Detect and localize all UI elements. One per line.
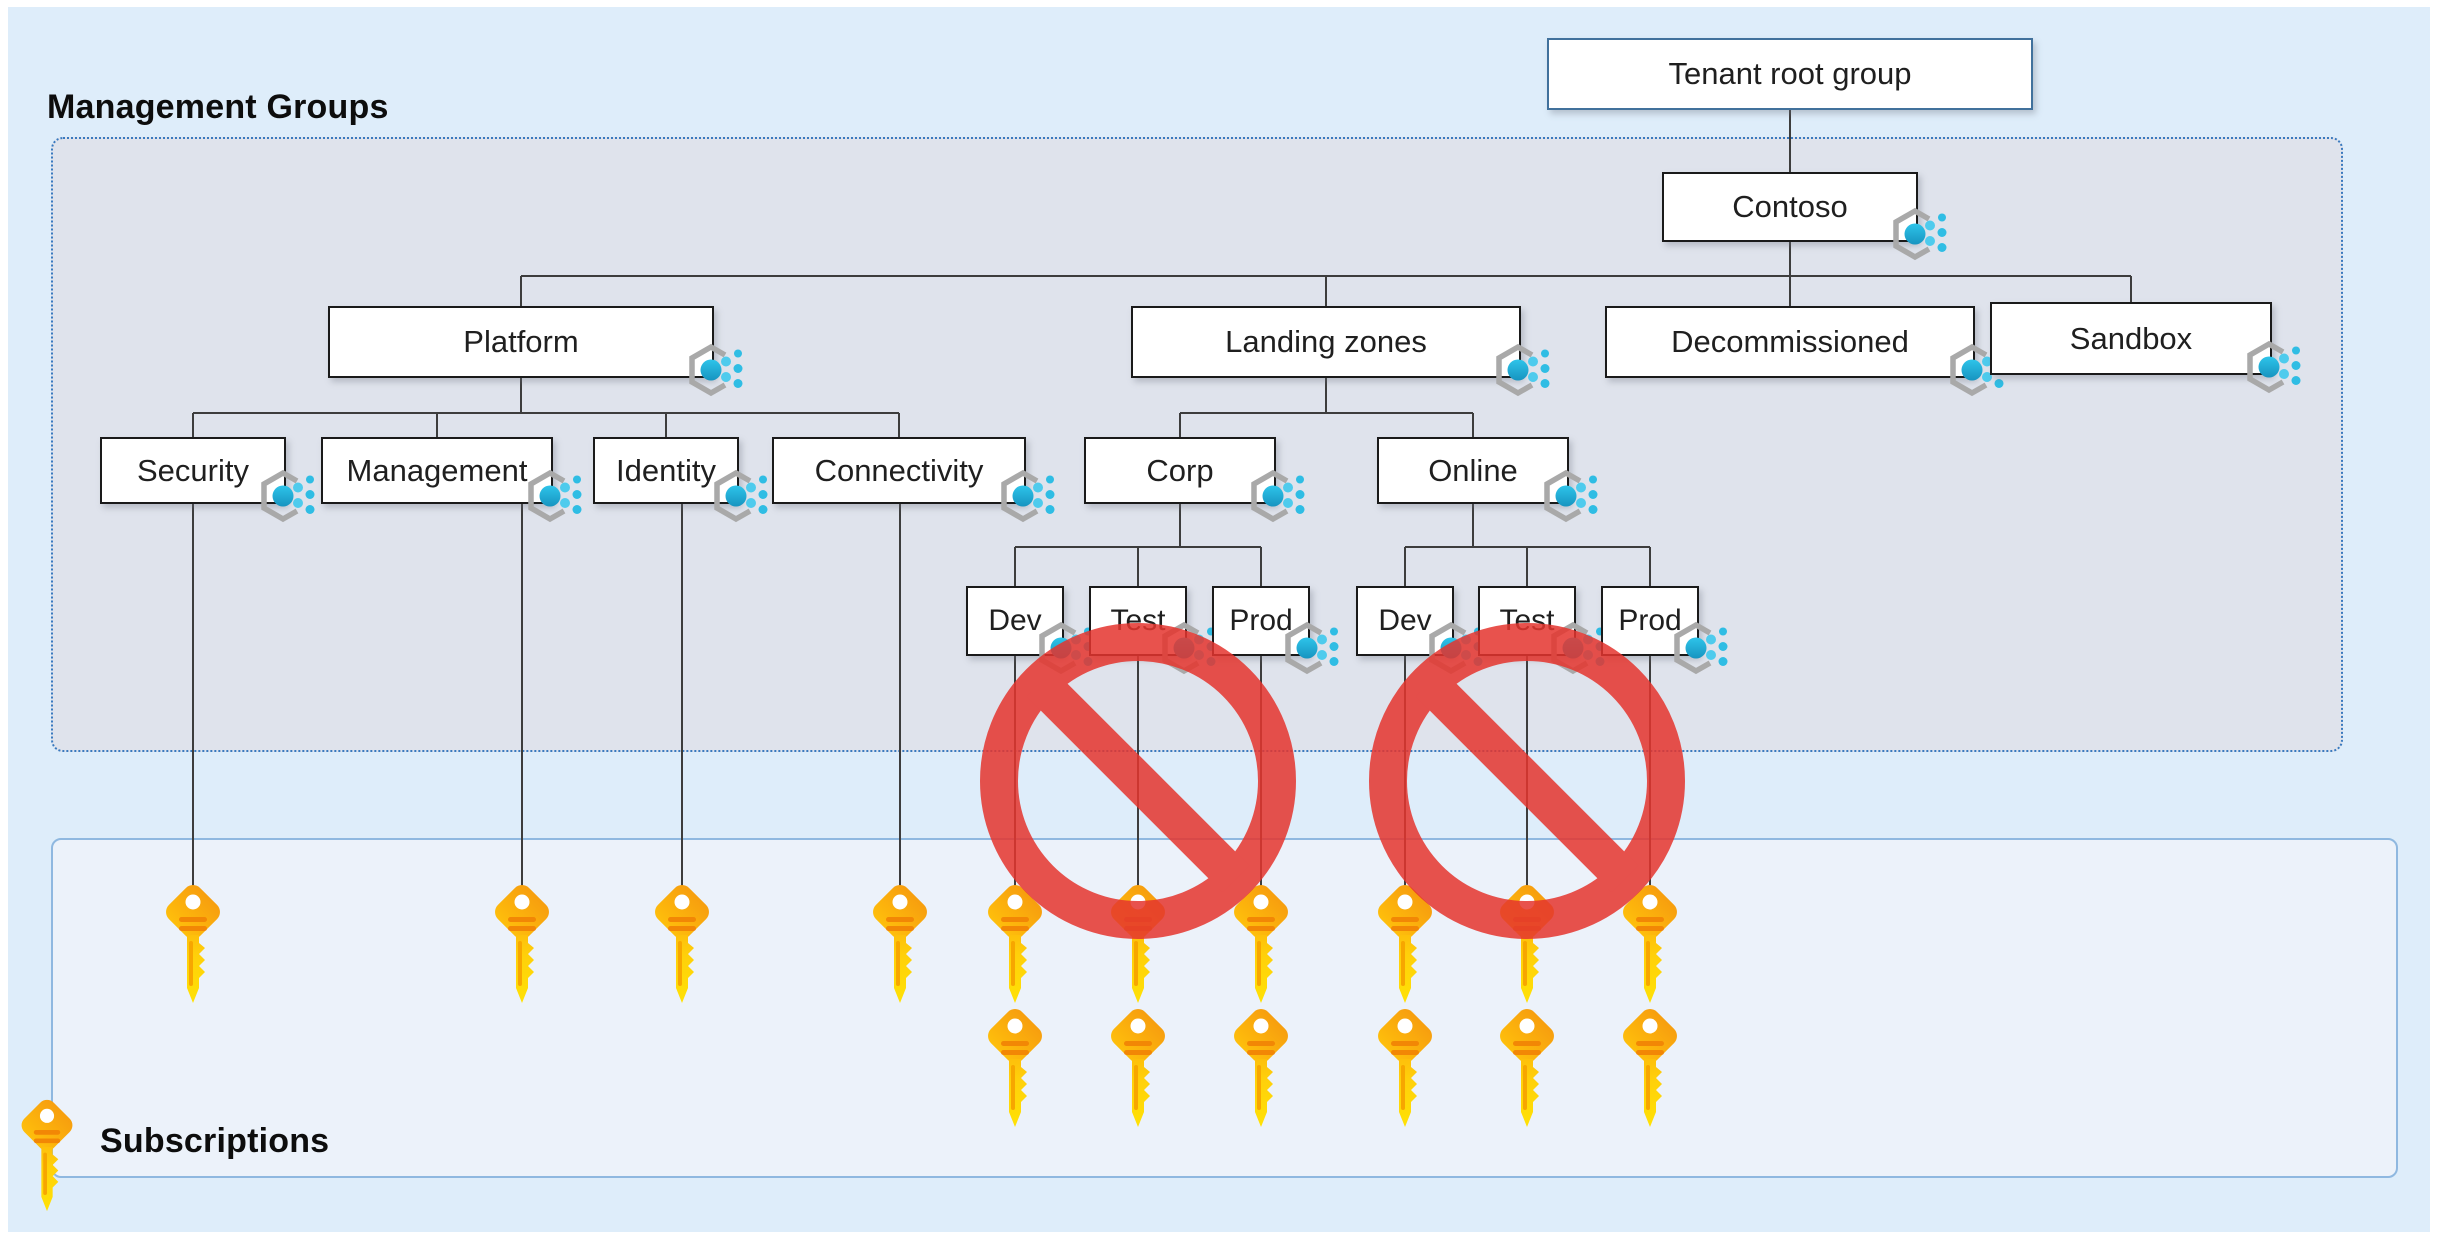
node-label: Tenant root group xyxy=(1668,56,1912,91)
node-label: Connectivity xyxy=(814,452,984,488)
subscription-key-icon xyxy=(1370,1005,1440,1129)
subscription-key-icon xyxy=(1615,1005,1685,1129)
node-platform: Platform xyxy=(328,306,714,378)
node-decommissioned: Decommissioned xyxy=(1605,306,1975,378)
prohibited-icon xyxy=(980,623,1296,939)
node-online-prod: Prod xyxy=(1601,586,1699,656)
subscription-key-icon xyxy=(980,1005,1050,1129)
subscription-key-icon xyxy=(1492,1005,1562,1129)
subscription-key-icon xyxy=(865,881,935,1005)
prohibited-icon xyxy=(1369,623,1685,939)
management-groups-label: Management Groups xyxy=(47,88,389,126)
node-label: Sandbox xyxy=(2069,320,2193,356)
node-label: Security xyxy=(137,452,249,488)
node-label: Contoso xyxy=(1732,189,1848,224)
node-label: Platform xyxy=(463,324,579,359)
node-tenant-root-group: Tenant root group xyxy=(1547,38,2033,110)
subscription-key-icon xyxy=(647,881,717,1005)
node-label: Prod xyxy=(1618,604,1682,637)
node-online: Online xyxy=(1377,437,1569,504)
node-connectivity: Connectivity xyxy=(772,437,1026,504)
subscriptions-label: Subscriptions xyxy=(100,1122,330,1160)
subscription-key-icon xyxy=(487,881,557,1005)
node-label: Identity xyxy=(616,452,716,488)
node-corp-dev: Dev xyxy=(966,586,1064,656)
node-label: Landing zones xyxy=(1225,324,1427,359)
node-landing-zones: Landing zones xyxy=(1131,306,1521,378)
subscription-key-icon xyxy=(158,881,228,1005)
node-identity: Identity xyxy=(593,437,739,504)
node-label: Decommissioned xyxy=(1671,324,1909,359)
node-management: Management xyxy=(321,437,553,504)
node-label: Dev xyxy=(988,604,1042,637)
node-label: Prod xyxy=(1229,604,1293,637)
node-security: Security xyxy=(100,437,286,504)
node-label: Management xyxy=(346,452,528,488)
node-corp-prod: Prod xyxy=(1212,586,1310,656)
node-label: Online xyxy=(1428,452,1518,488)
node-label: Dev xyxy=(1378,604,1432,637)
node-label: Corp xyxy=(1146,452,1214,488)
node-sandbox: Sandbox xyxy=(1990,302,2272,375)
node-corp: Corp xyxy=(1084,437,1276,504)
node-contoso: Contoso xyxy=(1662,172,1918,242)
subscription-key-icon xyxy=(1103,1005,1173,1129)
node-online-dev: Dev xyxy=(1356,586,1454,656)
subscription-key-icon xyxy=(1226,1005,1296,1129)
